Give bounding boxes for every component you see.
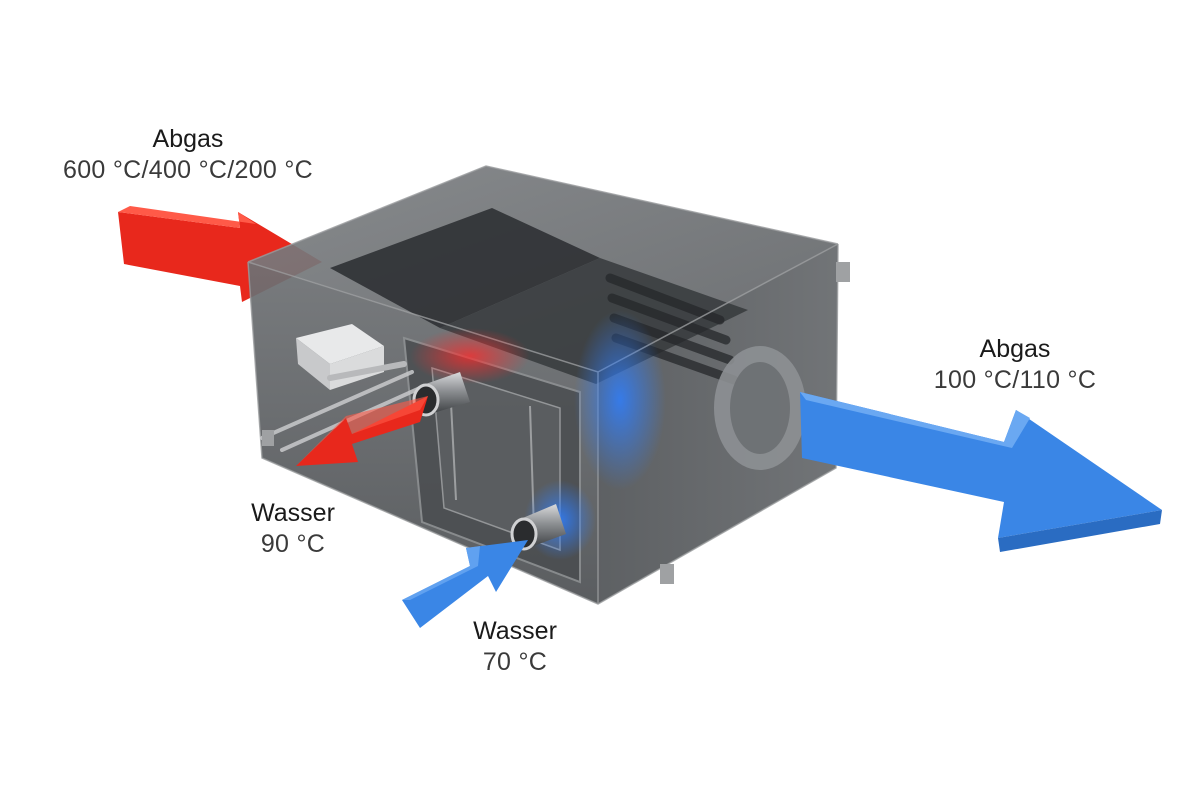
water-outlet-arrow (296, 396, 428, 466)
inner-panel-left (330, 208, 600, 328)
actuator (296, 324, 407, 390)
exhaust-outlet-label: Abgas 100 °C/110 °C (880, 334, 1150, 397)
exhaust-outlet-arrow (800, 392, 1162, 552)
exhaust-inlet-temperature: 600 °C/400 °C/200 °C (62, 156, 314, 185)
water-inlet-temperature: 70 °C (482, 648, 548, 677)
exhaust-inlet-name: Abgas (152, 125, 224, 153)
water-inlet-arrow (402, 540, 528, 628)
water-outlet-temperature: 90 °C (260, 530, 326, 559)
water-outlet-label: Wasser 90 °C (228, 498, 358, 561)
exhaust-outlet-temperature: 100 °C/110 °C (933, 366, 1097, 395)
water-inlet-label: Wasser 70 °C (450, 616, 580, 679)
water-outlet-name: Wasser (251, 499, 335, 527)
exhaust-outlet-name: Abgas (979, 335, 1051, 363)
water-inlet-name: Wasser (473, 617, 557, 645)
exhaust-inlet-label: Abgas 600 °C/400 °C/200 °C (28, 124, 348, 187)
